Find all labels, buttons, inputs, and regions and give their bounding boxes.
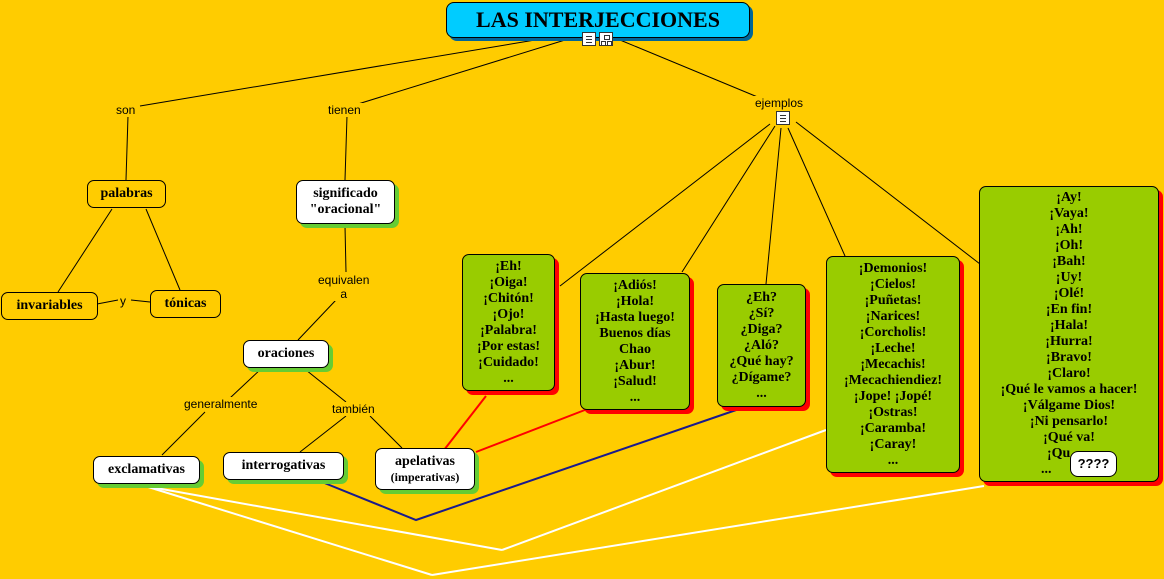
node-apelativas-label: apelativas <box>395 454 455 469</box>
link-generalmente: generalmente <box>182 397 260 411</box>
examples-box-exclamativas-1[interactable]: ¡Demonios! ¡Cielos! ¡Puñetas! ¡Narices! … <box>826 256 960 473</box>
concept-map-icon[interactable] <box>599 32 613 46</box>
list-item: ¡Vaya! <box>1049 206 1089 221</box>
node-interrogativas-label: interrogativas <box>241 458 326 473</box>
list-item: ¡Olé! <box>1053 286 1085 301</box>
list-item: ... <box>629 389 641 405</box>
list-item: ¡Cuidado! <box>478 354 539 370</box>
node-apelativas[interactable]: apelativas (imperativas) <box>375 448 475 490</box>
link-ejemplos: ejemplos <box>753 96 806 110</box>
examples-box-saludos[interactable]: ¡Adiós! ¡Hola! ¡Hasta luego! Buenos días… <box>580 273 690 410</box>
notes-icon[interactable] <box>582 32 596 46</box>
examples-box-interrogativas[interactable]: ¿Eh? ¿Sí? ¿Diga? ¿Aló? ¿Qué hay? ¿Dígame… <box>717 284 806 407</box>
list-item: ¿Dígame? <box>731 369 792 385</box>
node-invariables[interactable]: invariables <box>1 292 98 320</box>
link-equivalen-a: equivalen a <box>316 273 372 301</box>
list-item: ¡Qué le vamos a hacer! <box>1000 382 1138 397</box>
list-item: ¡Hola! <box>615 293 655 309</box>
list-item: ¡Salud! <box>613 373 657 389</box>
list-item: ¡En fin! <box>1045 302 1093 317</box>
list-item: ¡Claro! <box>1047 366 1091 381</box>
list-item: ¡Hurra! <box>1045 334 1093 349</box>
list-item: ¡Oiga! <box>489 274 528 290</box>
list-item: ¡Abur! <box>614 357 656 373</box>
list-item: ¿Diga? <box>740 321 783 337</box>
list-item: ... <box>1041 462 1052 477</box>
list-item: Buenos días <box>599 325 671 341</box>
examples-box-exclamativas-2[interactable]: ¡Ay! ¡Vaya! ¡Ah! ¡Oh! ¡Bah! ¡Uy! ¡Olé! ¡… <box>979 186 1159 482</box>
list-item: ... <box>756 385 767 401</box>
list-item: ¡Adiós! <box>613 277 657 293</box>
list-item: ¡Ay! <box>1056 190 1082 205</box>
list-item: ¡Ostras! <box>868 404 918 420</box>
list-item: ¡Corcholis! <box>859 324 927 340</box>
node-palabras-label: palabras <box>100 186 153 201</box>
list-item: ¡Leche! <box>870 340 916 356</box>
link-tambien: también <box>330 402 377 416</box>
list-item: ¿Aló? <box>744 337 779 353</box>
list-item: ¡Bravo! <box>1046 350 1092 365</box>
link-tienen: tienen <box>326 103 363 117</box>
list-item: ¡Jope! ¡Jopé! <box>853 388 933 404</box>
list-item: ¡Oh! <box>1055 238 1083 253</box>
list-item: ¡Caramba! <box>859 420 927 436</box>
node-question-marks[interactable]: ???? <box>1070 451 1117 477</box>
list-item: ¡Ah! <box>1055 222 1083 237</box>
node-exclamativas-label: exclamativas <box>108 462 185 477</box>
list-item: ¡Cielos! <box>870 276 916 292</box>
title-text: LAS INTERJECCIONES <box>476 7 720 32</box>
list-item: ¡Eh! <box>495 258 522 274</box>
node-significado-label: significado "oracional" <box>309 186 382 217</box>
list-item: ¿Eh? <box>745 289 778 305</box>
node-oraciones[interactable]: oraciones <box>243 340 329 368</box>
list-item: ... <box>887 452 899 468</box>
list-item: ¡Palabra! <box>480 322 537 338</box>
list-item: ¡Mecachiendiez! <box>844 372 942 388</box>
list-item: ¿Qué hay? <box>729 353 794 369</box>
list-item: ¡Válgame Dios! <box>1022 398 1116 413</box>
node-significado-oracional[interactable]: significado "oracional" <box>296 180 395 224</box>
node-interrogativas[interactable]: interrogativas <box>223 452 344 480</box>
notes-icon[interactable] <box>776 111 790 125</box>
node-tonicas[interactable]: tónicas <box>150 290 221 318</box>
list-item: ¡Demonios! <box>858 260 928 276</box>
node-palabras[interactable]: palabras <box>87 180 166 208</box>
title-node[interactable]: LAS INTERJECCIONES <box>446 2 750 38</box>
list-item: ¡Qué va! <box>1043 430 1095 445</box>
node-oraciones-label: oraciones <box>257 346 315 361</box>
list-item: ¡Qu <box>1047 446 1071 461</box>
list-item: ¡Narices! <box>865 308 921 324</box>
list-item: ¡Chitón! <box>483 290 534 306</box>
node-invariables-label: invariables <box>16 298 83 313</box>
list-item: ¡Caray! <box>869 436 917 452</box>
list-item: ¡Hala! <box>1049 318 1089 333</box>
link-son: son <box>114 103 138 117</box>
node-question-marks-label: ???? <box>1077 456 1110 471</box>
node-imperativas-label: (imperativas) <box>390 470 460 484</box>
list-item: ¡Uy! <box>1055 270 1083 285</box>
list-item: ¡Por estas! <box>476 338 541 354</box>
list-item: Chao <box>619 341 651 357</box>
examples-box-apelativas[interactable]: ¡Eh! ¡Oiga! ¡Chitón! ¡Ojo! ¡Palabra! ¡Po… <box>462 254 555 391</box>
list-item: ... <box>503 370 514 386</box>
list-item: ¡Puñetas! <box>864 292 922 308</box>
list-item: ¡Mecachis! <box>860 356 926 372</box>
list-item: ¡Ojo! <box>492 306 525 322</box>
list-item: ¡Ni pensarlo! <box>1029 414 1109 429</box>
list-item: ¡Bah! <box>1052 254 1086 269</box>
node-exclamativas[interactable]: exclamativas <box>93 456 200 484</box>
node-tonicas-label: tónicas <box>164 296 207 311</box>
list-item: ¿Sí? <box>748 305 775 321</box>
list-item: ¡Hasta luego! <box>595 309 675 325</box>
link-y: y <box>118 294 128 308</box>
